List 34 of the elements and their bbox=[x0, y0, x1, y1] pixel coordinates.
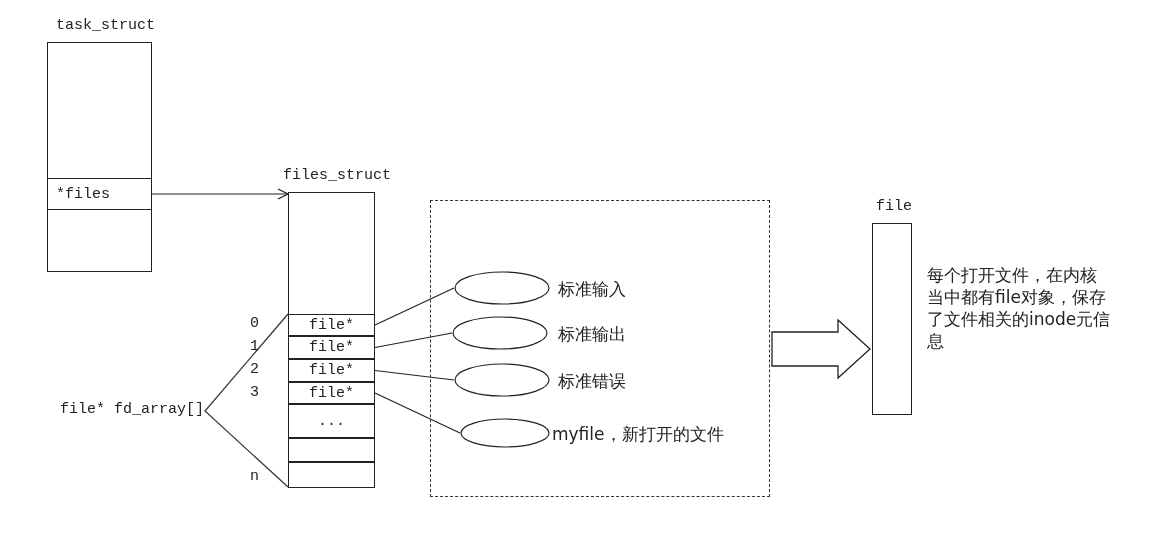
connector-line bbox=[374, 287, 455, 326]
block-arrow bbox=[771, 318, 871, 380]
field-name: file* bbox=[309, 363, 354, 378]
field-name: *files bbox=[56, 186, 110, 202]
struct-name: file bbox=[876, 199, 912, 214]
struct-name: task_struct bbox=[56, 18, 156, 33]
index-label: 0 bbox=[250, 316, 259, 331]
field-name: ... bbox=[318, 413, 345, 429]
array-cell bbox=[288, 336, 375, 359]
array-label: file* fd_array[] bbox=[60, 402, 205, 417]
connector-line bbox=[374, 332, 453, 349]
struct-name: files_struct bbox=[283, 168, 392, 183]
array-cell bbox=[288, 314, 375, 336]
field-name: file* bbox=[309, 340, 354, 355]
annotation: 每个打开文件，在内核当中都有file对象，保存了文件相关的inode元信息 bbox=[927, 264, 1111, 352]
field-name: file* bbox=[309, 385, 354, 401]
dashed-region bbox=[430, 200, 770, 497]
annotation: 标准输出 bbox=[558, 323, 626, 345]
index-label: 1 bbox=[250, 339, 259, 354]
index-label: 2 bbox=[250, 362, 259, 377]
annotation: 标准输入 bbox=[558, 278, 626, 300]
index-label: 3 bbox=[250, 385, 259, 400]
annotation: myfile，新打开的文件 bbox=[552, 423, 724, 445]
array-cell bbox=[288, 404, 375, 438]
array-cell bbox=[288, 438, 375, 462]
field-name: file* bbox=[309, 317, 354, 333]
connector-line bbox=[374, 369, 455, 381]
array-cell bbox=[47, 178, 152, 210]
array-cell bbox=[288, 382, 375, 404]
connector-line bbox=[374, 392, 461, 434]
index-label: n bbox=[250, 469, 259, 484]
annotation: 标准错误 bbox=[558, 370, 626, 392]
arrow bbox=[151, 188, 289, 200]
array-cell bbox=[288, 359, 375, 382]
